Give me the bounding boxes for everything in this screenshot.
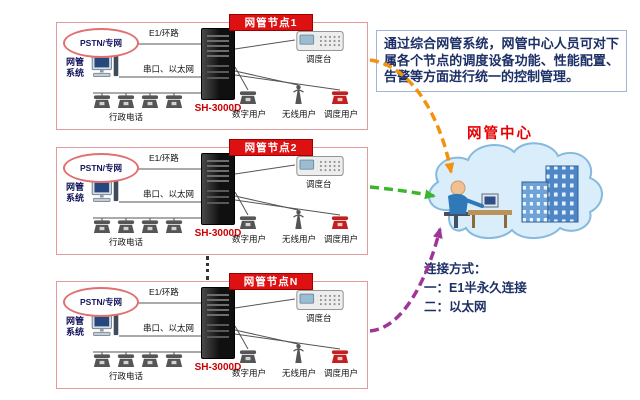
node-title-badge: 网管节点N [229, 273, 313, 290]
admin-phones-label: 行政电话 [109, 112, 144, 122]
wireless-user-label: 无线用户 [281, 109, 316, 119]
dispatch-console-label: 调度台 [306, 313, 332, 323]
serial-ethernet-label: 串口、以太网 [143, 64, 195, 74]
admin-phone-icon [165, 220, 183, 233]
admin-phone-icon [141, 354, 159, 367]
admin-phone-icon [141, 220, 159, 233]
connection-method-2: 二：以太网 [424, 300, 487, 314]
dispatch-user-label: 调度用户 [323, 109, 358, 119]
node-title-badge: 网管节点2 [229, 139, 313, 156]
digital-user-icon [239, 350, 257, 363]
dispatch-user-icon [331, 350, 349, 363]
admin-phone-icon [165, 95, 183, 108]
serial-ethernet-label: 串口、以太网 [143, 189, 195, 199]
nms-center-title: 网管中心 [467, 126, 533, 142]
admin-phone-icon [117, 95, 135, 108]
pstn-network-cloud: PSTN/专网 [63, 153, 139, 183]
digital-user-icon [239, 216, 257, 229]
office-buildings-icon [521, 165, 579, 223]
connection-info: 连接方式： 一：E1半永久连接 二：以太网 [424, 260, 527, 317]
admin-phone-icon [93, 220, 111, 233]
network-node: 网管节点1 PSTN/专网 E1/环路 网管系统 串口、以太网 SH-3000D… [56, 14, 368, 130]
dispatch-console-icon [295, 31, 345, 51]
digital-user-icon [239, 91, 257, 104]
e1-link-label: E1/环路 [149, 28, 179, 38]
nms-computer-icon [91, 55, 119, 77]
dispatch-user-label: 调度用户 [323, 368, 358, 378]
nms-label: 网管系统 [66, 57, 85, 78]
admin-phone-icon [117, 220, 135, 233]
dispatch-user-icon [331, 91, 349, 104]
node-title-badge: 网管节点1 [229, 14, 313, 31]
wireless-user-icon [291, 209, 306, 229]
nms-label: 网管系统 [66, 182, 85, 203]
connection-method-1: 一：E1半永久连接 [424, 281, 527, 295]
description-text: 通过综合网管系统，网管中心人员可对下属各个节点的调度设备功能、性能配置、告警等方… [376, 30, 627, 92]
sh3000d-cabinet-icon [201, 287, 235, 359]
dispatch-user-label: 调度用户 [323, 234, 358, 244]
dispatch-console-label: 调度台 [306, 179, 332, 189]
network-node: 网管节点2 PSTN/专网 E1/环路 网管系统 串口、以太网 SH-3000D… [56, 139, 368, 255]
wireless-user-icon [291, 84, 306, 104]
wireless-user-label: 无线用户 [281, 234, 316, 244]
sh3000d-cabinet-icon [201, 28, 235, 100]
network-node: 网管节点N PSTN/专网 E1/环路 网管系统 串口、以太网 SH-3000D… [56, 273, 368, 389]
pstn-network-cloud: PSTN/专网 [63, 28, 139, 58]
admin-phone-icon [141, 95, 159, 108]
admin-phones-label: 行政电话 [109, 237, 144, 247]
dispatch-console-icon [295, 156, 345, 176]
dispatch-console-label: 调度台 [306, 54, 332, 64]
wireless-user-icon [291, 343, 306, 363]
connection-heading: 连接方式： [424, 262, 487, 276]
admin-phone-icon [165, 354, 183, 367]
digital-user-label: 数字用户 [231, 109, 266, 119]
node-connector-lines [93, 298, 341, 356]
digital-user-label: 数字用户 [231, 234, 266, 244]
pstn-network-cloud: PSTN/专网 [63, 287, 139, 317]
admin-phone-icon [93, 95, 111, 108]
continuation-dots [206, 256, 209, 280]
device-model-label: SH-3000D [194, 362, 242, 373]
nms-center-illustration [427, 142, 603, 239]
serial-ethernet-label: 串口、以太网 [143, 323, 195, 333]
dispatch-console-icon [295, 290, 345, 310]
e1-link-label: E1/环路 [149, 287, 179, 297]
e1-link-label: E1/环路 [149, 153, 179, 163]
device-model-label: SH-3000D [194, 228, 242, 239]
operator-at-computer-icon [444, 180, 512, 228]
admin-phones-label: 行政电话 [109, 371, 144, 381]
device-model-label: SH-3000D [194, 103, 242, 114]
digital-user-label: 数字用户 [231, 368, 266, 378]
admin-phone-icon [117, 354, 135, 367]
wireless-user-label: 无线用户 [281, 368, 316, 378]
sh3000d-cabinet-icon [201, 153, 235, 225]
admin-phone-icon [93, 354, 111, 367]
nms-computer-icon [91, 180, 119, 202]
nms-label: 网管系统 [66, 316, 85, 337]
dispatch-user-icon [331, 216, 349, 229]
nms-computer-icon [91, 314, 119, 336]
